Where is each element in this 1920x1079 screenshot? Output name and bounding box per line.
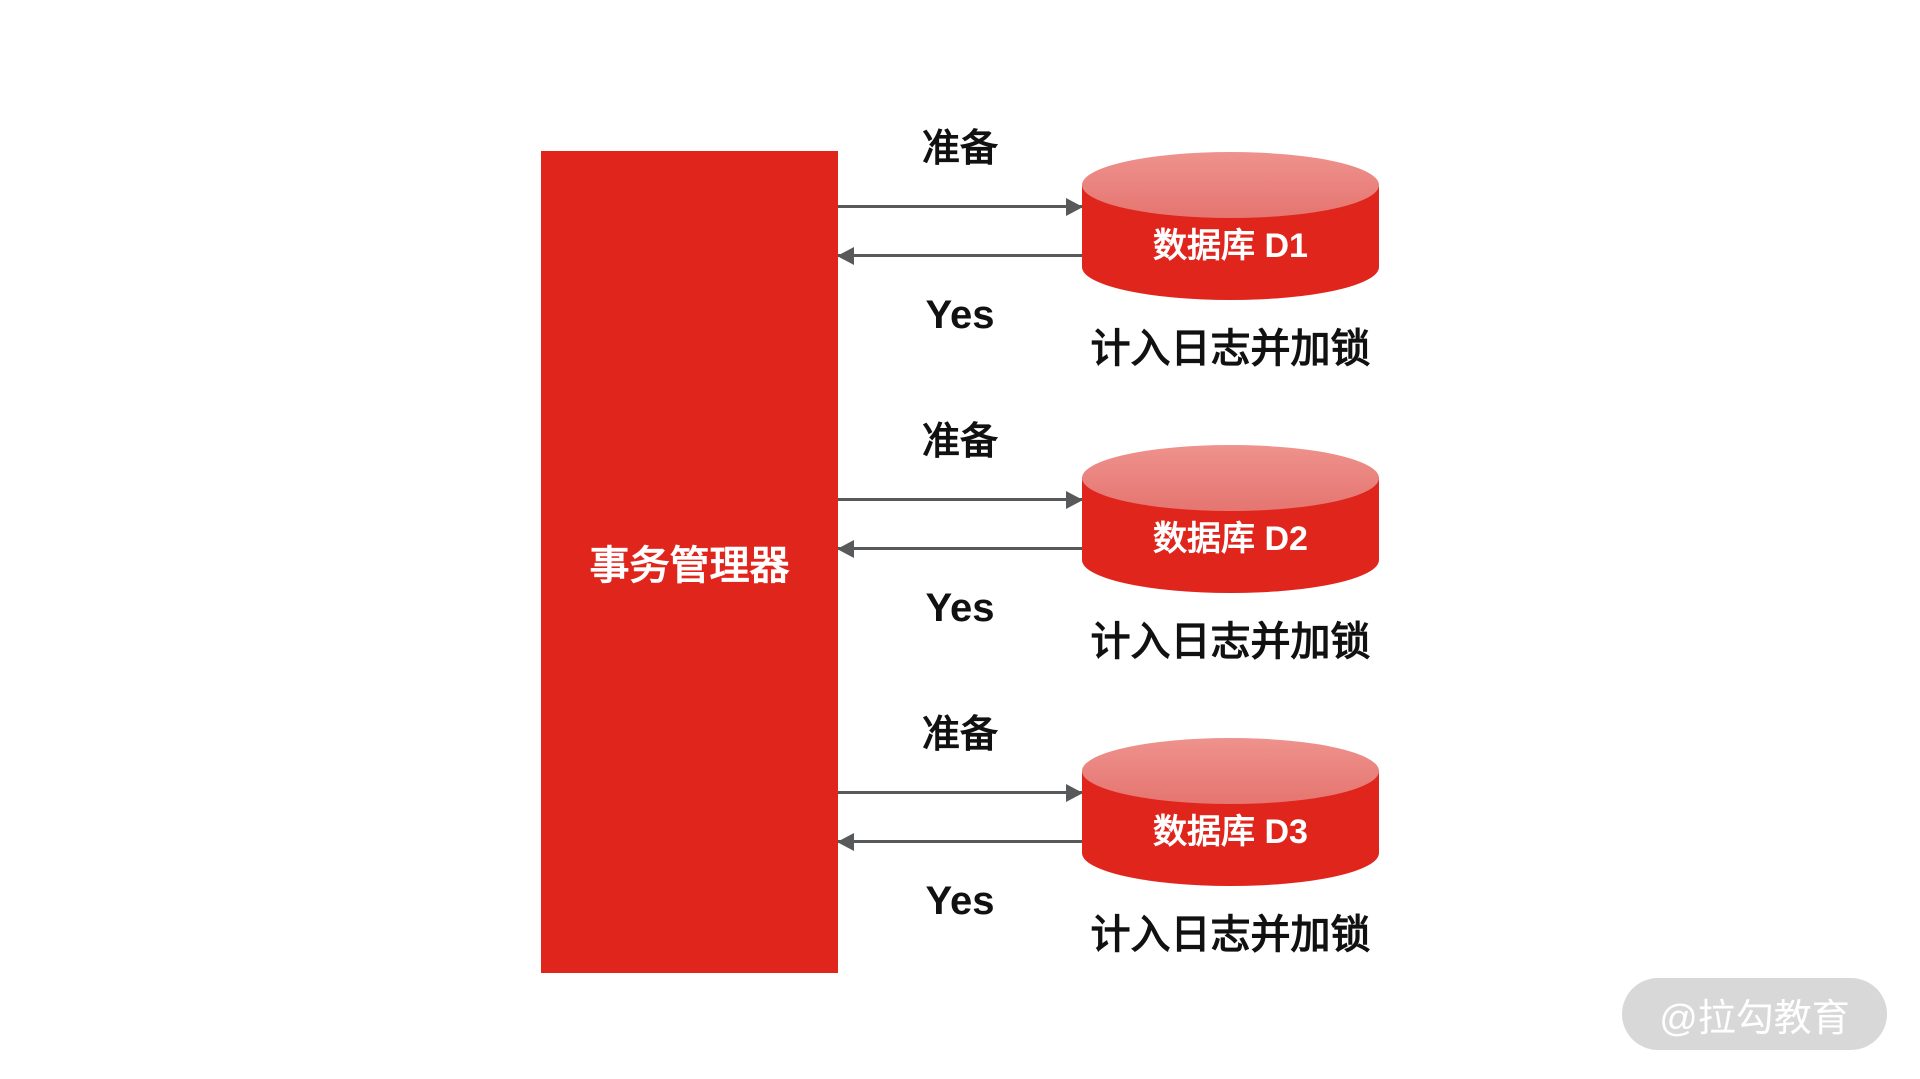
database-cylinder-d2: 数据库 D2 xyxy=(1082,445,1379,593)
cylinder-top-ellipse xyxy=(1082,445,1379,511)
cylinder-top-ellipse xyxy=(1082,152,1379,218)
arrow-left-icon xyxy=(837,246,854,265)
arrow-left-icon xyxy=(837,539,854,558)
log-lock-caption: 计入日志并加锁 xyxy=(1090,620,1371,664)
database-label: 数据库 D2 xyxy=(1153,520,1308,558)
database-label: 数据库 D1 xyxy=(1153,227,1308,265)
log-lock-caption: 计入日志并加锁 xyxy=(1090,913,1371,957)
yes-label: Yes xyxy=(925,293,995,337)
prepare-arrow xyxy=(838,783,1083,802)
prepare-arrow xyxy=(838,490,1083,509)
arrow-right-icon xyxy=(1066,490,1083,509)
transaction-manager-label: 事务管理器 xyxy=(589,544,790,588)
cylinder-top-ellipse xyxy=(1082,738,1379,804)
prepare-label: 准备 xyxy=(921,714,998,756)
log-lock-caption: 计入日志并加锁 xyxy=(1090,327,1371,371)
response-arrow xyxy=(837,246,1082,265)
yes-label: Yes xyxy=(925,879,995,923)
prepare-arrow xyxy=(838,197,1083,216)
arrow-right-icon xyxy=(1066,197,1083,216)
response-arrow xyxy=(837,539,1082,558)
prepare-label: 准备 xyxy=(921,421,998,463)
prepare-label: 准备 xyxy=(921,128,998,170)
arrow-right-icon xyxy=(1066,783,1083,802)
watermark-badge: @拉勾教育 xyxy=(1622,978,1887,1050)
yes-label: Yes xyxy=(925,586,995,630)
transaction-manager-box: 事务管理器 xyxy=(541,151,838,973)
response-arrow xyxy=(837,832,1082,851)
database-label: 数据库 D3 xyxy=(1153,813,1308,851)
arrow-left-icon xyxy=(837,832,854,851)
watermark-text: @拉勾教育 xyxy=(1659,997,1850,1040)
database-cylinder-d1: 数据库 D1 xyxy=(1082,152,1379,300)
database-cylinder-d3: 数据库 D3 xyxy=(1082,738,1379,886)
